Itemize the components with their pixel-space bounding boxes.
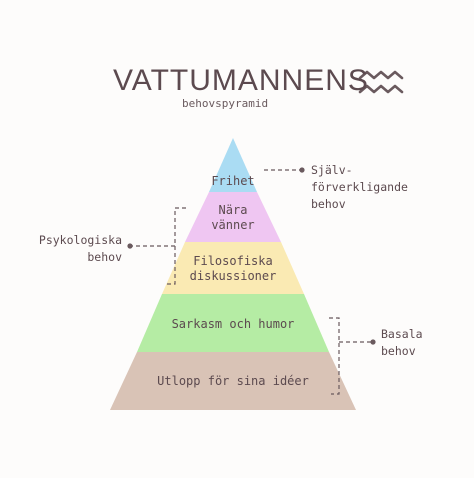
page-subtitle: behovspyramid [182,97,269,110]
bracket-dot [299,167,305,173]
tier-sarkasm-och-humor [137,294,329,352]
tier-label: Nära vänner [211,203,255,232]
bracket-psychological [130,207,186,285]
tier-label: Sarkasm och humor [171,317,295,331]
tier-label: Utlopp för sina idéer [157,374,309,388]
annotation-psychological: Psykologiska behov [38,233,122,264]
bracket-dot [370,339,376,345]
tier-utlopp-for-sina-ideer [110,352,356,410]
tier-label: Filosofiska diskussioner [189,254,277,283]
tier-label: Frihet [211,174,255,188]
tier-frihet [209,138,257,192]
page-title: VATTUMANNENS [113,64,369,97]
bracket-basic [329,317,373,395]
tier-nara-vanner [185,192,281,242]
bracket-dot [127,243,133,249]
annotation-self-actualization: Själv- förverkligande behov [311,163,408,211]
tier-filosofiska-diskussioner [162,242,304,294]
aquarius-icon [358,70,404,94]
annotation-basic: Basala behov [381,327,423,358]
